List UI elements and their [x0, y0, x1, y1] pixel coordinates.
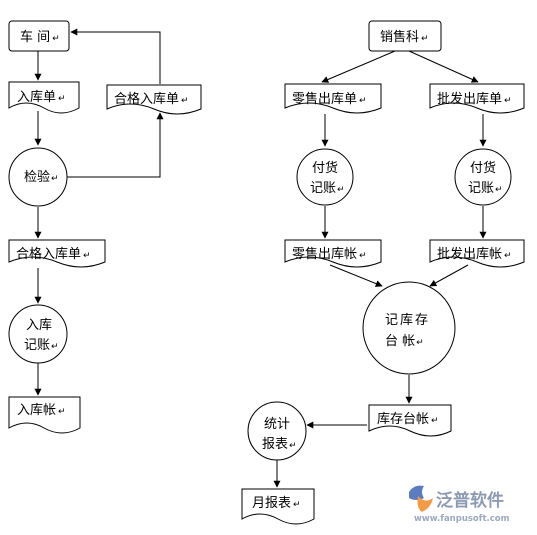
- node-inspection: 检验↵: [8, 147, 68, 207]
- node-stats-report: 统计 报表↵: [247, 401, 307, 461]
- svg-text:报表↵: 报表↵: [262, 437, 297, 452]
- node-wholesale-slip: 批发出库单↵: [429, 83, 525, 114]
- svg-text:销售科↵: 销售科↵: [380, 29, 429, 45]
- svg-text:付货: 付货: [470, 160, 496, 176]
- edge-sales-to-retail: [321, 50, 396, 83]
- svg-text:零售出库单↵: 零售出库单↵: [292, 91, 367, 107]
- node-inbound-ledger: 入库帐↵: [8, 396, 81, 434]
- node-qualified-slip-top: 合格入库单↵: [106, 84, 202, 115]
- svg-text:统计: 统计: [264, 417, 290, 432]
- edge-qualified-top-to-workshop: [70, 28, 161, 84]
- svg-text:车 间↵: 车 间↵: [20, 29, 60, 45]
- svg-text:合格入库单↵: 合格入库单↵: [114, 91, 189, 107]
- svg-text:台 帐↵: 台 帐↵: [385, 334, 424, 349]
- svg-text:入库单↵: 入库单↵: [17, 89, 66, 105]
- edge-sales-to-wholesale: [408, 50, 479, 83]
- node-stock-post: 记库存 台 帐↵: [362, 281, 456, 375]
- svg-text:月报表↵: 月报表↵: [252, 496, 301, 511]
- brand-logo-icon: [409, 485, 433, 512]
- node-stock-ledger: 库存台帐↵: [368, 404, 452, 437]
- svg-text:检验↵: 检验↵: [24, 169, 59, 185]
- svg-text:合格入库单↵: 合格入库单↵: [16, 246, 91, 262]
- watermark-logo: 泛普软件 www.fanpusoft.com: [409, 485, 510, 524]
- svg-text:付货: 付货: [312, 160, 338, 176]
- edge-inspection-to-qualified-top: [67, 112, 164, 178]
- node-sales-dept: 销售科↵: [368, 20, 442, 52]
- svg-text:批发出库单↵: 批发出库单↵: [437, 91, 512, 107]
- svg-text:零售出库帐↵: 零售出库帐↵: [292, 246, 367, 262]
- svg-text:库存台帐↵: 库存台帐↵: [377, 411, 439, 427]
- node-qualified-slip: 合格入库单↵: [8, 239, 106, 268]
- svg-text:批发出库帐↵: 批发出库帐↵: [437, 246, 512, 262]
- svg-text:记账↵: 记账↵: [310, 181, 345, 196]
- node-inbound-slip: 入库单↵: [8, 81, 80, 114]
- brand-url: www.fanpusoft.com: [414, 514, 510, 524]
- svg-text:入库帐↵: 入库帐↵: [17, 402, 66, 418]
- node-wholesale-ledger: 批发出库帐↵: [429, 239, 525, 268]
- svg-text:入库: 入库: [26, 317, 52, 333]
- svg-text:记库存: 记库存: [385, 312, 430, 328]
- brand-name: 泛普软件: [436, 490, 504, 511]
- edges: [34, 28, 487, 488]
- node-inbound-post: 入库 记账↵: [8, 304, 68, 364]
- node-retail-ledger: 零售出库帐↵: [284, 239, 382, 268]
- edge-wholesale-ledger-to-stock-post: [429, 264, 469, 287]
- node-monthly-report: 月报表↵: [241, 488, 315, 525]
- edge-retail-ledger-to-stock-post: [329, 264, 383, 287]
- svg-text:记账↵: 记账↵: [24, 338, 59, 353]
- svg-text:记账↵: 记账↵: [468, 181, 503, 196]
- node-retail-slip: 零售出库单↵: [284, 83, 382, 114]
- node-paypost-right: 付货 记账↵: [454, 148, 512, 206]
- node-paypost-left: 付货 记账↵: [296, 148, 354, 206]
- node-workshop: 车 间↵: [8, 20, 70, 52]
